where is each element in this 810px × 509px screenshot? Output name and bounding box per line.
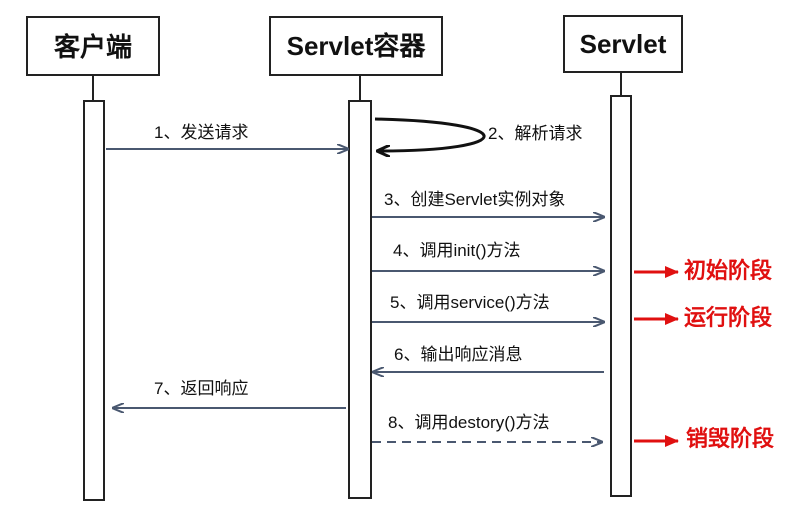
label-msg-5: 5、调用service()方法 xyxy=(390,293,550,312)
actor-container-label: Servlet容器 xyxy=(287,31,427,61)
actor-servlet-label: Servlet xyxy=(580,29,667,59)
label-msg-6: 6、输出响应消息 xyxy=(394,345,522,364)
label-msg-4: 4、调用init()方法 xyxy=(393,241,521,260)
label-msg-7: 7、返回响应 xyxy=(154,379,248,398)
actor-servlet: Servlet xyxy=(563,15,683,73)
label-msg-2: 2、解析请求 xyxy=(488,124,582,143)
lifeline-client xyxy=(83,100,105,501)
phase-run: 运行阶段 xyxy=(634,305,772,331)
lifeline-container xyxy=(348,100,372,499)
phase-init-label: 初始阶段 xyxy=(684,258,772,284)
phase-init: 初始阶段 xyxy=(634,258,772,284)
label-msg-1: 1、发送请求 xyxy=(154,123,248,142)
label-msg-3: 3、创建Servlet实例对象 xyxy=(384,190,565,209)
label-msg-8: 8、调用destory()方法 xyxy=(388,413,550,432)
phase-destroy: 销毁阶段 xyxy=(634,426,774,452)
arrow-msg-2 xyxy=(374,117,486,151)
actor-client: 客户端 xyxy=(26,16,160,76)
actor-container: Servlet容器 xyxy=(269,16,443,76)
lifeline-servlet xyxy=(610,95,632,497)
phase-destroy-label: 销毁阶段 xyxy=(686,426,774,452)
actor-client-label: 客户端 xyxy=(54,32,132,62)
phase-run-label: 运行阶段 xyxy=(684,305,772,331)
